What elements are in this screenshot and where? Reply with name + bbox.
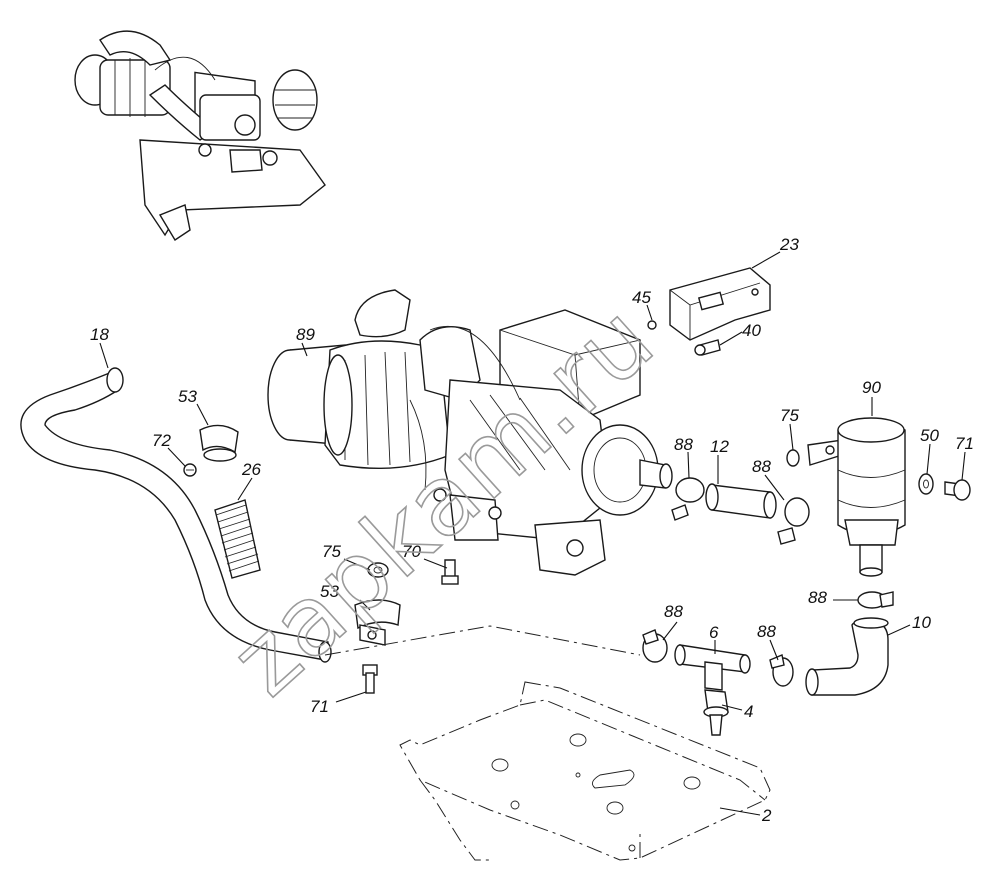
clamp-88-e — [769, 654, 794, 687]
callout-53-upper: 53 — [178, 387, 197, 406]
corrugated-hose-26 — [214, 499, 261, 579]
callout-88-d: 88 — [757, 622, 776, 641]
hose-18 — [20, 367, 332, 663]
heater-assembly-89 — [267, 289, 673, 576]
bolt-40 — [694, 339, 721, 356]
screw-72 — [183, 463, 197, 477]
callout-71-upper: 71 — [955, 434, 974, 453]
clamp-53-upper — [199, 424, 239, 462]
mounting-plate-2 — [399, 681, 771, 861]
drain-valve-4 — [703, 689, 729, 736]
callout-23: 23 — [779, 235, 799, 254]
washer-75-lower — [367, 562, 389, 578]
callout-72: 72 — [152, 431, 171, 450]
callout-26: 26 — [241, 460, 261, 479]
bolt-71-lower — [362, 664, 378, 694]
callout-88-a: 88 — [674, 435, 693, 454]
bolt-70 — [441, 559, 459, 585]
leader-lines — [99, 251, 966, 816]
callout-75-upper: 75 — [780, 406, 799, 425]
callout-10: 10 — [912, 613, 931, 632]
bolt-71-upper — [944, 479, 971, 501]
callout-6: 6 — [709, 623, 719, 642]
callout-90: 90 — [862, 378, 881, 397]
callout-12: 12 — [710, 437, 729, 456]
bracket-23 — [669, 267, 771, 341]
filter-90 — [807, 417, 906, 577]
callout-88-b: 88 — [752, 457, 771, 476]
connection-centerline — [324, 625, 641, 656]
nut-45 — [647, 320, 657, 330]
washer-75-upper — [786, 449, 800, 467]
callout-70: 70 — [402, 542, 421, 561]
callout-53-lower: 53 — [320, 582, 339, 601]
callout-2: 2 — [761, 806, 772, 825]
callout-45: 45 — [632, 288, 651, 307]
callout-labels: 18 23 45 40 89 90 75 50 71 88 12 88 53 7… — [90, 235, 974, 825]
callout-50: 50 — [920, 426, 939, 445]
tee-6 — [674, 644, 751, 691]
clamp-88-a — [671, 477, 705, 521]
callout-75-lower: 75 — [322, 542, 341, 561]
callout-18: 18 — [90, 325, 109, 344]
callout-89: 89 — [296, 325, 315, 344]
washer-50 — [918, 473, 934, 495]
clamp-88-c — [857, 591, 894, 609]
callout-40: 40 — [742, 321, 761, 340]
callout-4: 4 — [744, 702, 753, 721]
callout-71-lower: 71 — [310, 697, 329, 716]
overview-assembly-thumbnail — [74, 30, 326, 241]
clamp-88-b — [777, 497, 810, 545]
callout-88-c: 88 — [664, 602, 683, 621]
callout-88-e: 88 — [808, 588, 827, 607]
pipe-12 — [705, 483, 777, 519]
elbow-hose-10 — [805, 617, 889, 696]
clamp-88-d — [642, 629, 668, 663]
